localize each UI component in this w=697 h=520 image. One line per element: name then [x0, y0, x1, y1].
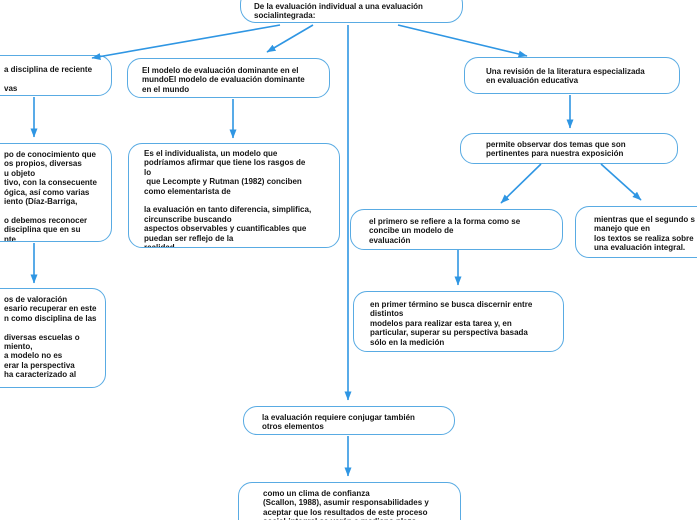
node-campo-conocimiento[interactable]: po de conocimiento que os propios, diver…: [0, 143, 112, 242]
arrow-root-to-modelo: [266, 24, 314, 53]
node-requiere-conjugar[interactable]: la evaluación requiere conjugar también …: [243, 406, 455, 435]
node-individualista[interactable]: Es el individualista, un modelo que podr…: [128, 143, 340, 248]
node-valoracion[interactable]: os de valoración esario recuperar en est…: [0, 288, 106, 388]
arrow-permite-to-primero: [500, 163, 542, 204]
node-mientras-segundo[interactable]: mientras que el segundo s manejo que en …: [575, 206, 697, 258]
arrow-permite-to-mientras: [600, 163, 642, 201]
node-modelo-dominante[interactable]: El modelo de evaluación dominante en el …: [127, 58, 330, 98]
node-clima-confianza[interactable]: como un clima de confianza (Scallon, 198…: [238, 482, 461, 520]
node-disciplina-reciente[interactable]: a disciplina de reciente vas: [0, 55, 112, 96]
node-revision-literatura[interactable]: Una revisión de la literatura especializ…: [464, 57, 680, 94]
node-permite-observar[interactable]: permite observar dos temas que son perti…: [460, 133, 678, 164]
node-primer-termino[interactable]: en primer término se busca discernir ent…: [353, 291, 564, 352]
arrow-root-to-revision: [397, 24, 528, 58]
arrow-root-to-disciplina: [91, 24, 281, 60]
node-root[interactable]: De la evaluación individual a una evalua…: [240, 0, 463, 23]
node-primero-forma[interactable]: el primero se refiere a la forma como se…: [350, 209, 563, 250]
